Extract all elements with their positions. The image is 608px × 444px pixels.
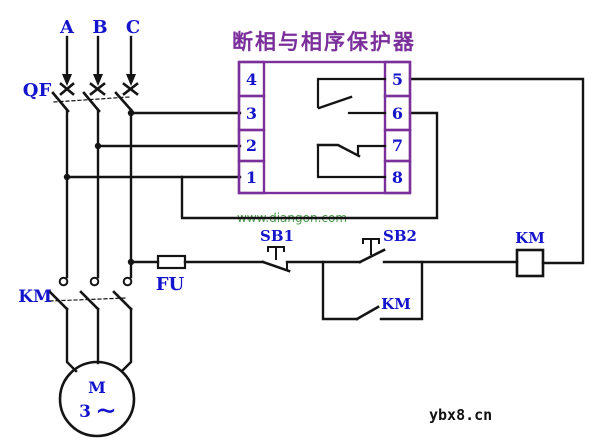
terminal-8: 8 [392,168,403,187]
no-contact-5-6-icon [316,77,387,115]
stop-button-label: SB1 [260,227,294,245]
breaker-label: QF [23,80,52,101]
control-circuit [129,238,545,321]
motor-wave-symbol: ∼ [95,396,117,426]
power-wires [48,35,585,373]
terminal-5: 5 [392,70,403,89]
phase-c-line [120,35,133,373]
phase-a-line [65,35,78,373]
phase-a-label: A [59,17,75,38]
qf-linkage-dashed-line [53,96,130,103]
terminal5-wire [408,77,585,265]
motor-phase-count-label: 3 [79,402,91,422]
fuse-icon [156,254,187,270]
terminal-4: 4 [246,70,257,89]
km-main-contacts-icon [48,276,133,311]
right-terminal-numbers: 5 6 7 8 [392,70,403,187]
start-button-label: SB2 [383,227,417,245]
aux-contact-label: KM [381,295,411,313]
fuse-label: FU [156,274,185,295]
protector-left-terminal-cells [237,60,266,195]
motor-icon: M 3 ∼ [58,360,136,438]
terminal-2: 2 [246,136,257,155]
protector-input-wires [65,111,242,179]
km-linkage-dashed-line [49,297,127,302]
terminal-6: 6 [392,104,403,123]
supply-arrow-icons [62,74,136,86]
protector-internal-contacts [316,77,387,179]
site-watermark-text: ybx8.cn [429,406,492,424]
sb2-start-button-icon [358,238,386,264]
phase-b-label: B [92,17,107,38]
qf-breaker-icon [51,82,139,113]
terminal-1: 1 [246,168,257,187]
phase-c-label: C [126,17,140,38]
contactor-main-label: KM [18,287,52,307]
motor-symbol-label: M [88,378,106,397]
terminal6-return-wire [180,111,439,220]
terminal-7: 7 [392,136,403,155]
left-terminal-numbers: 4 3 2 1 [246,70,257,187]
protector-title: 断相与相序保护器 [232,30,416,54]
nc-contact-7-8-icon [316,143,387,179]
sb1-stop-button-icon [261,246,291,273]
km-coil-icon [515,248,545,278]
terminal-3: 3 [246,104,257,123]
coil-label: KM [515,229,545,247]
protector-box [237,60,412,195]
km-aux-contact-icon [321,260,424,321]
